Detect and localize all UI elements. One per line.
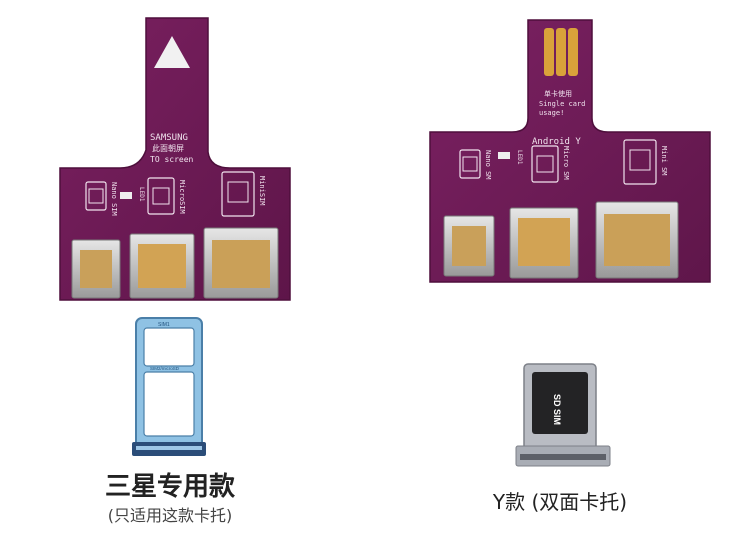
nano-sim-outline — [85, 181, 107, 211]
to-screen-label: TO screen — [150, 155, 194, 164]
sd-sim-mark: SD SIM — [552, 394, 562, 425]
brand-label: SAMSUNG — [150, 133, 188, 143]
sim2-mark: SIM2/microSD — [150, 366, 180, 371]
led-label: LED1 — [138, 187, 145, 202]
led-label: LED1 — [516, 150, 523, 165]
micro-sim-label: MicroSIM — [178, 180, 186, 214]
nano-sim-label: Nano SIM — [110, 182, 118, 216]
nano-sim-socket — [71, 239, 121, 299]
single-card-en-label-2: usage! — [539, 109, 564, 117]
led-indicator — [120, 192, 132, 199]
samsung-caption-title: 三星专用款 — [104, 472, 235, 502]
nano-sim-outline — [459, 149, 481, 179]
face-screen-cn-label: 此面朝屏 — [152, 143, 184, 153]
samsung-sim-tray: SIM1 SIM2/microSD — [132, 317, 206, 456]
micro-sim-outline — [147, 177, 175, 215]
micro-sim-label: Micro SM — [562, 146, 570, 180]
y-sim-tray: SD SIM — [515, 363, 611, 467]
mini-sim-outline — [623, 139, 657, 185]
sim1-mark: SIM1 — [158, 322, 170, 328]
mini-sim-label: MiniSIM — [258, 176, 266, 206]
single-card-en-label-1: Single card — [539, 100, 585, 108]
mini-sim-outline — [221, 171, 255, 217]
samsung-adapter-board: SAMSUNG 此面朝屏 TO screen Nano SIM LED1 Mic… — [59, 17, 291, 301]
mini-sim-socket — [595, 201, 679, 279]
nano-sim-label: Nano SM — [484, 150, 492, 180]
micro-sim-socket — [129, 233, 195, 299]
micro-sim-socket — [509, 207, 579, 279]
nano-sim-socket — [443, 215, 495, 277]
micro-sim-outline — [531, 145, 559, 183]
insert-arrow-icon — [154, 36, 190, 68]
y-caption-title: Y款 (双面卡托) — [492, 490, 628, 514]
mini-sim-socket — [203, 227, 279, 299]
mini-sim-label: Mini SM — [660, 146, 668, 176]
android-y-adapter-board: 单卡使用 Single card usage! Android Y Nano S… — [429, 19, 711, 283]
single-card-cn-label: 单卡使用 — [544, 89, 572, 98]
gold-contact-pads — [544, 28, 578, 76]
model-label: Android Y — [532, 137, 581, 147]
led-indicator — [498, 152, 510, 159]
samsung-caption-subtitle: (只适用这款卡托) — [107, 506, 233, 525]
